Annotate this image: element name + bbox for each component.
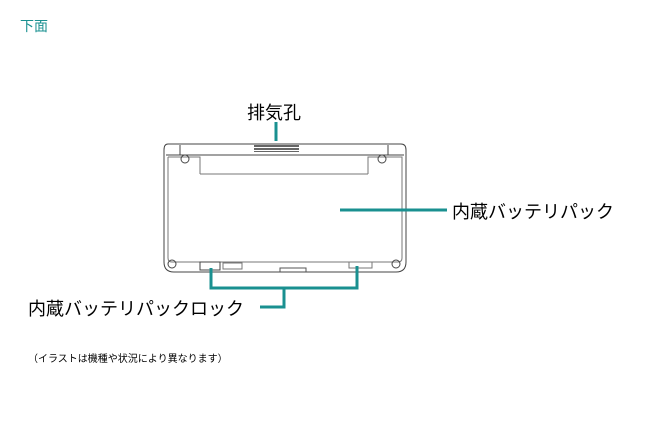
battery-pack-label: 内蔵バッテリパック (452, 202, 614, 223)
screw (377, 154, 387, 164)
hinge-edge (166, 145, 404, 156)
bottom-center-part (279, 267, 307, 272)
battery-lock-label: 内蔵バッテリパックロック (28, 299, 244, 320)
screw (180, 154, 190, 164)
battery-recess (167, 156, 403, 263)
screw (167, 259, 177, 269)
small-panel (348, 261, 373, 269)
screw (391, 259, 401, 269)
lock-label-plate (222, 262, 243, 270)
vent-label: 排気孔 (247, 103, 301, 124)
section-title: 下面 (20, 19, 48, 35)
device-outline (163, 143, 407, 273)
lock-leader (209, 266, 359, 309)
illustration-note: （イラストは機種や状況により異なります） (28, 354, 228, 365)
vent-grille (254, 145, 299, 152)
